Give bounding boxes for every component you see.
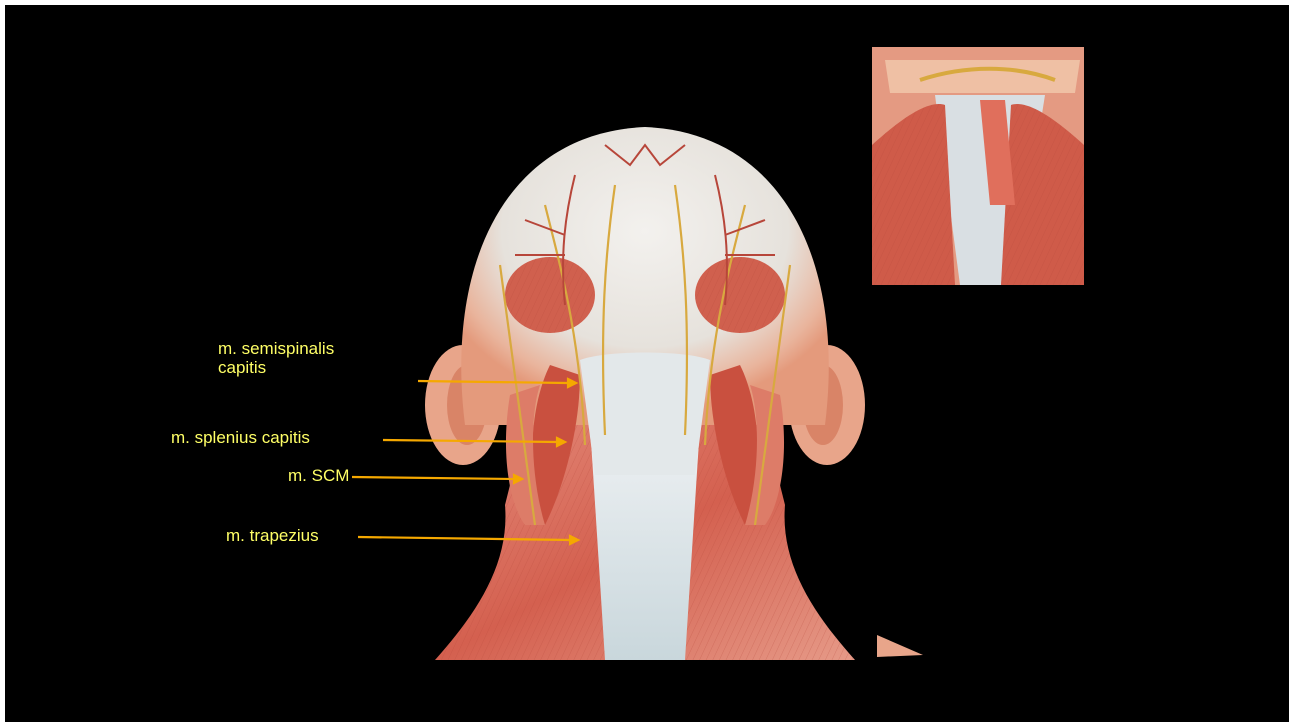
- leader-scm: [352, 477, 515, 479]
- anatomy-artwork: [5, 5, 1289, 722]
- main-illustration: [425, 127, 923, 660]
- label-semispinalis: m. semispinalis capitis: [218, 339, 334, 377]
- label-trapezius: m. trapezius: [226, 526, 319, 545]
- label-semispinalis-line1: m. semispinalis: [218, 339, 334, 358]
- label-splenius: m. splenius capitis: [171, 428, 310, 447]
- slide: m. semispinalis capitis m. splenius capi…: [5, 5, 1289, 722]
- inset-illustration: [872, 47, 1084, 285]
- label-semispinalis-line2: capitis: [218, 358, 334, 377]
- label-scm: m. SCM: [288, 466, 349, 485]
